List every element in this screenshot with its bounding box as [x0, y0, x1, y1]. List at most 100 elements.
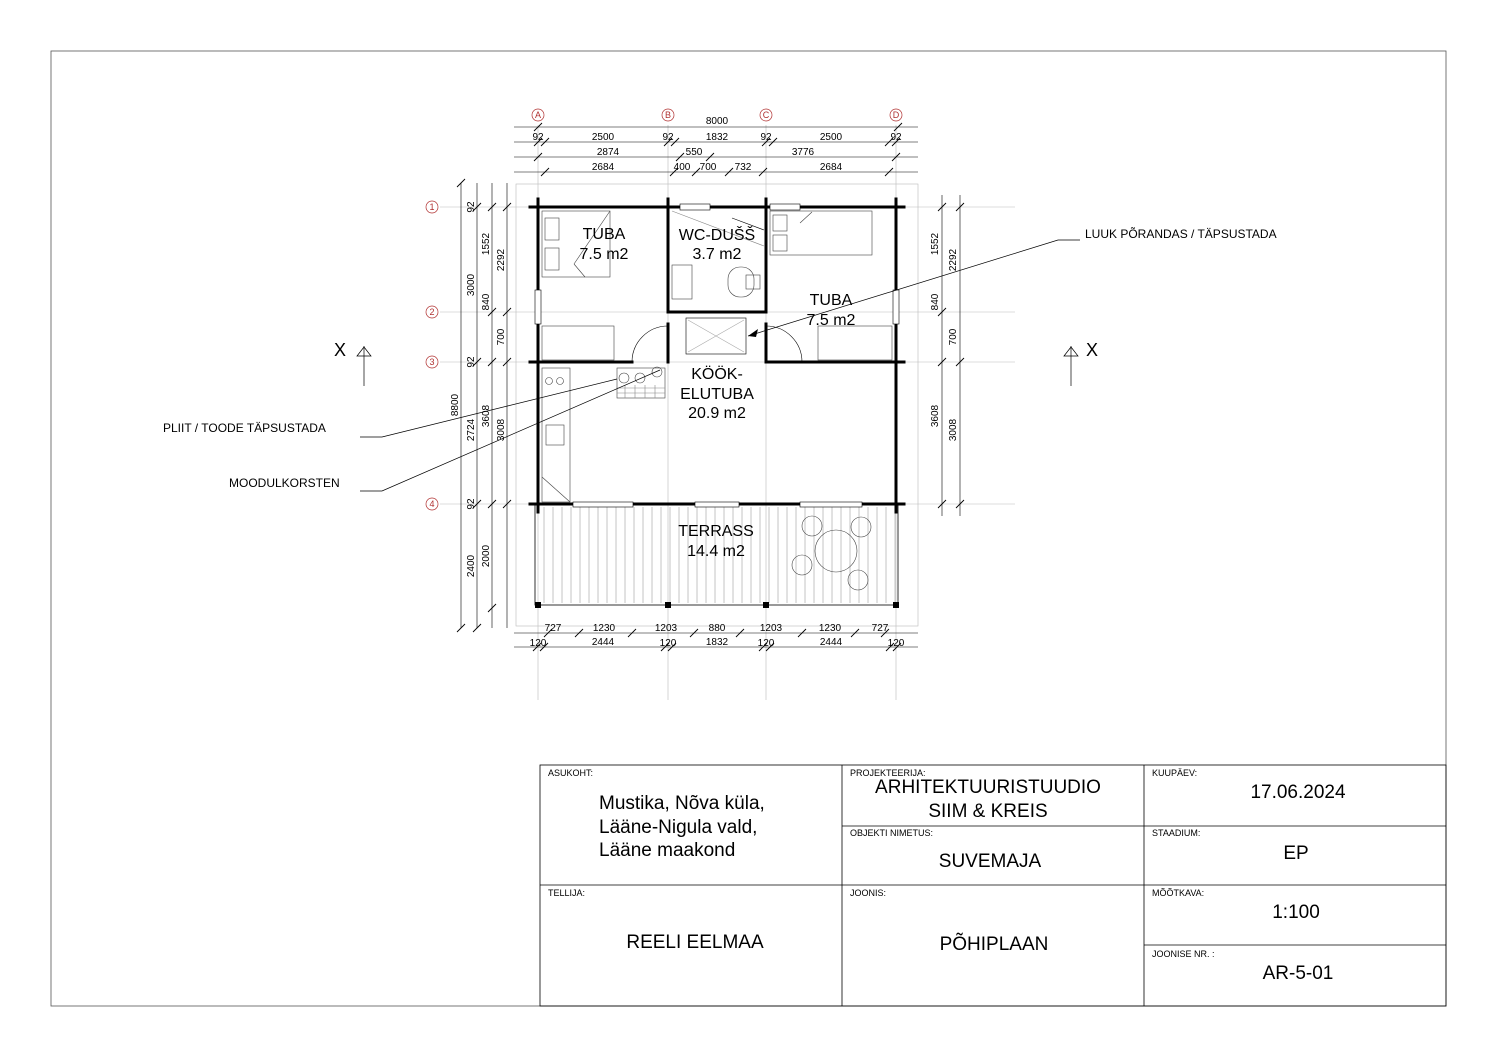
dim-top-r2-0: 2874	[597, 147, 620, 158]
tb-date-label: KUUPÄEV:	[1152, 768, 1197, 778]
dim-top-overall: 8000	[706, 116, 729, 127]
dim-left-outer-1: 2724	[466, 418, 477, 441]
tb-sheet-no: AR-5-01	[1263, 963, 1334, 984]
room-tuba-2-name: TUBA	[810, 292, 853, 309]
dim-bot-r2-2: 120	[660, 638, 677, 649]
tb-location-line-3: Lääne maakond	[599, 840, 735, 861]
dim-bot-r2-0: 120	[530, 638, 547, 649]
dim-left-mid-0: 92	[466, 201, 477, 213]
dim-top-r3-3: 732	[735, 162, 752, 173]
dim-right-outer-1: 840	[930, 293, 941, 310]
room-kitchen-name-2: ELUTUBA	[680, 386, 754, 403]
tb-stage-label: STAADIUM:	[1152, 828, 1200, 838]
room-labels: TUBA 7.5 m2 WC-DUŠŠ 3.7 m2 TUBA 7.5 m2 K…	[580, 225, 856, 560]
dim-left-outer-2: 2400	[466, 554, 477, 577]
dim-top-r1-3: 1832	[706, 132, 729, 143]
note-floor-hatch: LUUK PÕRANDAS / TÄPSUSTADA	[1085, 226, 1277, 241]
dim-left-outer-0: 3000	[466, 273, 477, 296]
right-dimension-texts: 1552 840 700 3608 2292 3008	[930, 232, 959, 441]
room-terrace-area: 14.4 m2	[687, 543, 745, 560]
dim-bot-r1-4: 1203	[760, 623, 783, 634]
left-dimension-lines	[456, 178, 512, 633]
room-kitchen-name: KÖÖK-	[691, 365, 743, 383]
dim-right-outer-2: 700	[948, 328, 959, 345]
bottom-dimension-lines	[514, 628, 918, 652]
grid-row-3: 3	[429, 357, 434, 367]
dim-bot-r1-2: 1203	[655, 623, 678, 634]
grid-col-b: B	[665, 110, 671, 120]
leader-notes	[360, 239, 1080, 492]
dim-top-r1-4: 92	[760, 132, 772, 143]
dim-left-overall: 8800	[450, 393, 461, 416]
dim-top-r2-1: 550	[686, 147, 703, 158]
dim-top-r1-6: 92	[890, 132, 902, 143]
dim-right-inner-1: 3008	[948, 418, 959, 441]
room-terrace-name: TERRASS	[678, 523, 754, 540]
dim-left-mid-3: 3608	[481, 404, 492, 427]
note-chimney: MOODULKORSTEN	[229, 476, 340, 490]
dim-top-r3-1: 400	[674, 162, 691, 173]
furniture	[541, 210, 893, 591]
dim-top-r3-0: 2684	[592, 162, 615, 173]
dim-bot-r1-3: 880	[709, 623, 726, 634]
tb-sheet-no-label: JOONISE NR. :	[1152, 949, 1215, 959]
tb-location-line-2: Lääne-Nigula vald,	[599, 817, 757, 838]
dim-bot-r2-4: 120	[758, 638, 775, 649]
grid-row-4: 4	[429, 499, 434, 509]
room-kitchen-area: 20.9 m2	[688, 405, 746, 422]
section-marks: X X	[334, 340, 1098, 386]
title-block	[539, 764, 1447, 1007]
dim-top-r3-4: 2684	[820, 162, 843, 173]
tb-location-line-1: Mustika, Nõva küla,	[599, 793, 765, 814]
dim-bot-r2-6: 120	[888, 638, 905, 649]
note-stove: PLIIT / TOODE TÄPSUSTADA	[163, 421, 326, 435]
dim-bot-r2-5: 2444	[820, 637, 843, 648]
tb-designer-line-2: SIIM & KREIS	[928, 801, 1047, 822]
dim-bot-r1-6: 727	[872, 623, 889, 634]
grid-row-2: 2	[429, 307, 434, 317]
dim-top-r3-2: 700	[700, 162, 717, 173]
dim-bot-r2-3: 1832	[706, 637, 729, 648]
dim-right-inner-0: 2292	[948, 248, 959, 271]
room-wc-name: WC-DUŠŠ	[679, 225, 755, 244]
room-tuba-1-name: TUBA	[583, 226, 626, 243]
right-dimension-lines	[937, 195, 965, 516]
walls	[528, 197, 906, 514]
tb-client: REELI EELMAA	[626, 932, 764, 953]
tb-scale: 1:100	[1272, 902, 1320, 923]
dim-right-outer-3: 3608	[930, 404, 941, 427]
dim-left-mid-1: 840	[481, 293, 492, 310]
tb-designer-line-1: ARHITEKTUURISTUUDIO	[875, 777, 1101, 798]
dim-left-inner-0: 1552	[481, 232, 492, 255]
room-wc-area: 3.7 m2	[693, 246, 742, 263]
top-dimension-texts: 8000 92 2500 92 1832 92 2500 92 2874 550…	[532, 116, 902, 173]
tb-stage: EP	[1283, 843, 1308, 864]
dim-right-outer-0: 1552	[930, 232, 941, 255]
dim-left-inner2-0: 2292	[496, 248, 507, 271]
dim-left-mid-4: 92	[466, 498, 477, 510]
title-block-texts: ASUKOHT: Mustika, Nõva küla, Lääne-Nigul…	[548, 768, 1346, 984]
dim-top-r1-0: 92	[532, 132, 544, 143]
tb-date: 17.06.2024	[1250, 782, 1346, 803]
tb-designer-label: PROJEKTEERIJA:	[850, 768, 926, 778]
tb-drawing-label: JOONIS:	[850, 888, 886, 898]
dim-top-r1-1: 2500	[592, 132, 615, 143]
dim-left-inner-3: 2000	[481, 544, 492, 567]
grid-col-d: D	[893, 110, 900, 120]
tb-object-label: OBJEKTI NIMETUS:	[850, 828, 933, 838]
terrace-posts	[535, 602, 899, 608]
grid-col-a: A	[535, 110, 541, 120]
tb-scale-label: MÕÕTKAVA:	[1152, 888, 1204, 898]
dim-left-inner-1: 700	[496, 328, 507, 345]
tb-location-label: ASUKOHT:	[548, 768, 593, 778]
section-mark-left: X	[334, 340, 346, 360]
tb-drawing: PÕHIPLAAN	[940, 933, 1049, 955]
dim-left-inner-2: 3008	[496, 418, 507, 441]
top-dimension-lines	[514, 122, 918, 177]
dim-top-r1-2: 92	[662, 132, 674, 143]
dim-left-mid-2: 92	[466, 356, 477, 368]
room-tuba-1-area: 7.5 m2	[580, 246, 629, 263]
grid-row-1: 1	[429, 202, 434, 212]
grid-axis-labels: A B C D 1 2 3 4	[425, 108, 903, 511]
